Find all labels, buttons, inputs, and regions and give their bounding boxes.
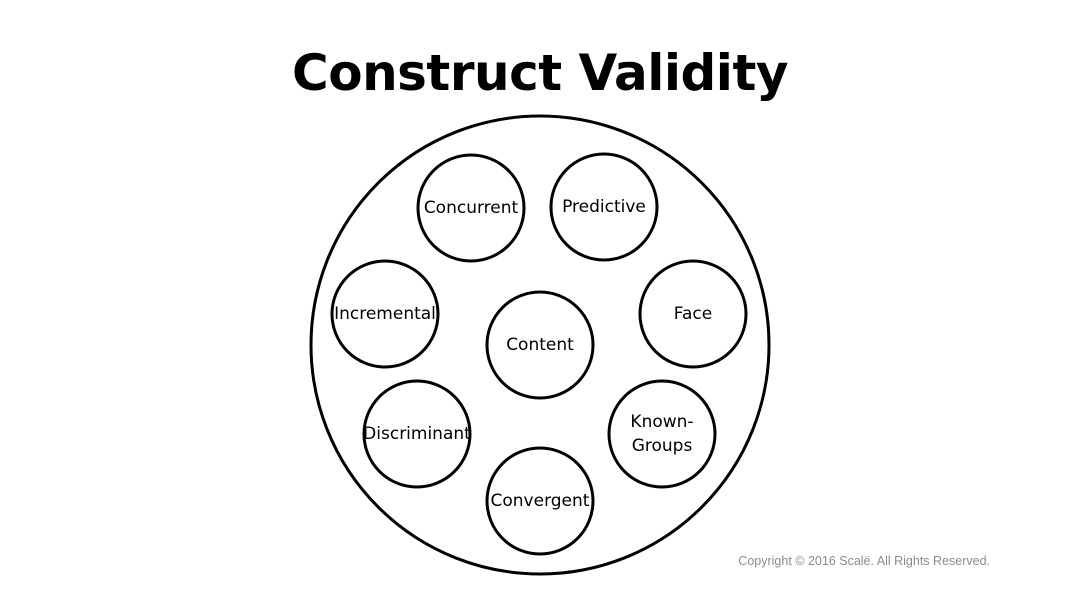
copyright-notice: Copyright © 2016 Scalë. All Rights Reser… xyxy=(738,554,990,568)
node-known-groups: Known- Groups xyxy=(607,379,717,489)
node-circle xyxy=(416,153,526,263)
node-predictive: Predictive xyxy=(549,152,659,262)
slide-title: Construct Validity xyxy=(292,44,788,102)
node-discriminant: Discriminant xyxy=(362,379,472,489)
node-label: Face xyxy=(674,304,712,324)
node-circle xyxy=(362,379,472,489)
node-label: Known- xyxy=(630,412,693,432)
node-circle xyxy=(549,152,659,262)
node-label: Concurrent xyxy=(424,198,519,218)
node-label: Incremental xyxy=(334,304,436,324)
node-label: Groups xyxy=(632,436,693,456)
node-face: Face xyxy=(638,259,748,369)
node-content: Content xyxy=(485,290,595,400)
node-convergent: Convergent xyxy=(485,446,595,556)
node-circle xyxy=(485,446,595,556)
node-circle xyxy=(607,379,717,489)
node-concurrent: Concurrent xyxy=(416,153,526,263)
node-label: Predictive xyxy=(562,197,646,217)
node-circle xyxy=(485,290,595,400)
node-incremental: Incremental xyxy=(330,259,440,369)
node-circle xyxy=(638,259,748,369)
node-circle xyxy=(330,259,440,369)
node-label: Content xyxy=(506,335,574,355)
node-label: Convergent xyxy=(491,491,590,511)
node-label: Discriminant xyxy=(363,424,471,444)
